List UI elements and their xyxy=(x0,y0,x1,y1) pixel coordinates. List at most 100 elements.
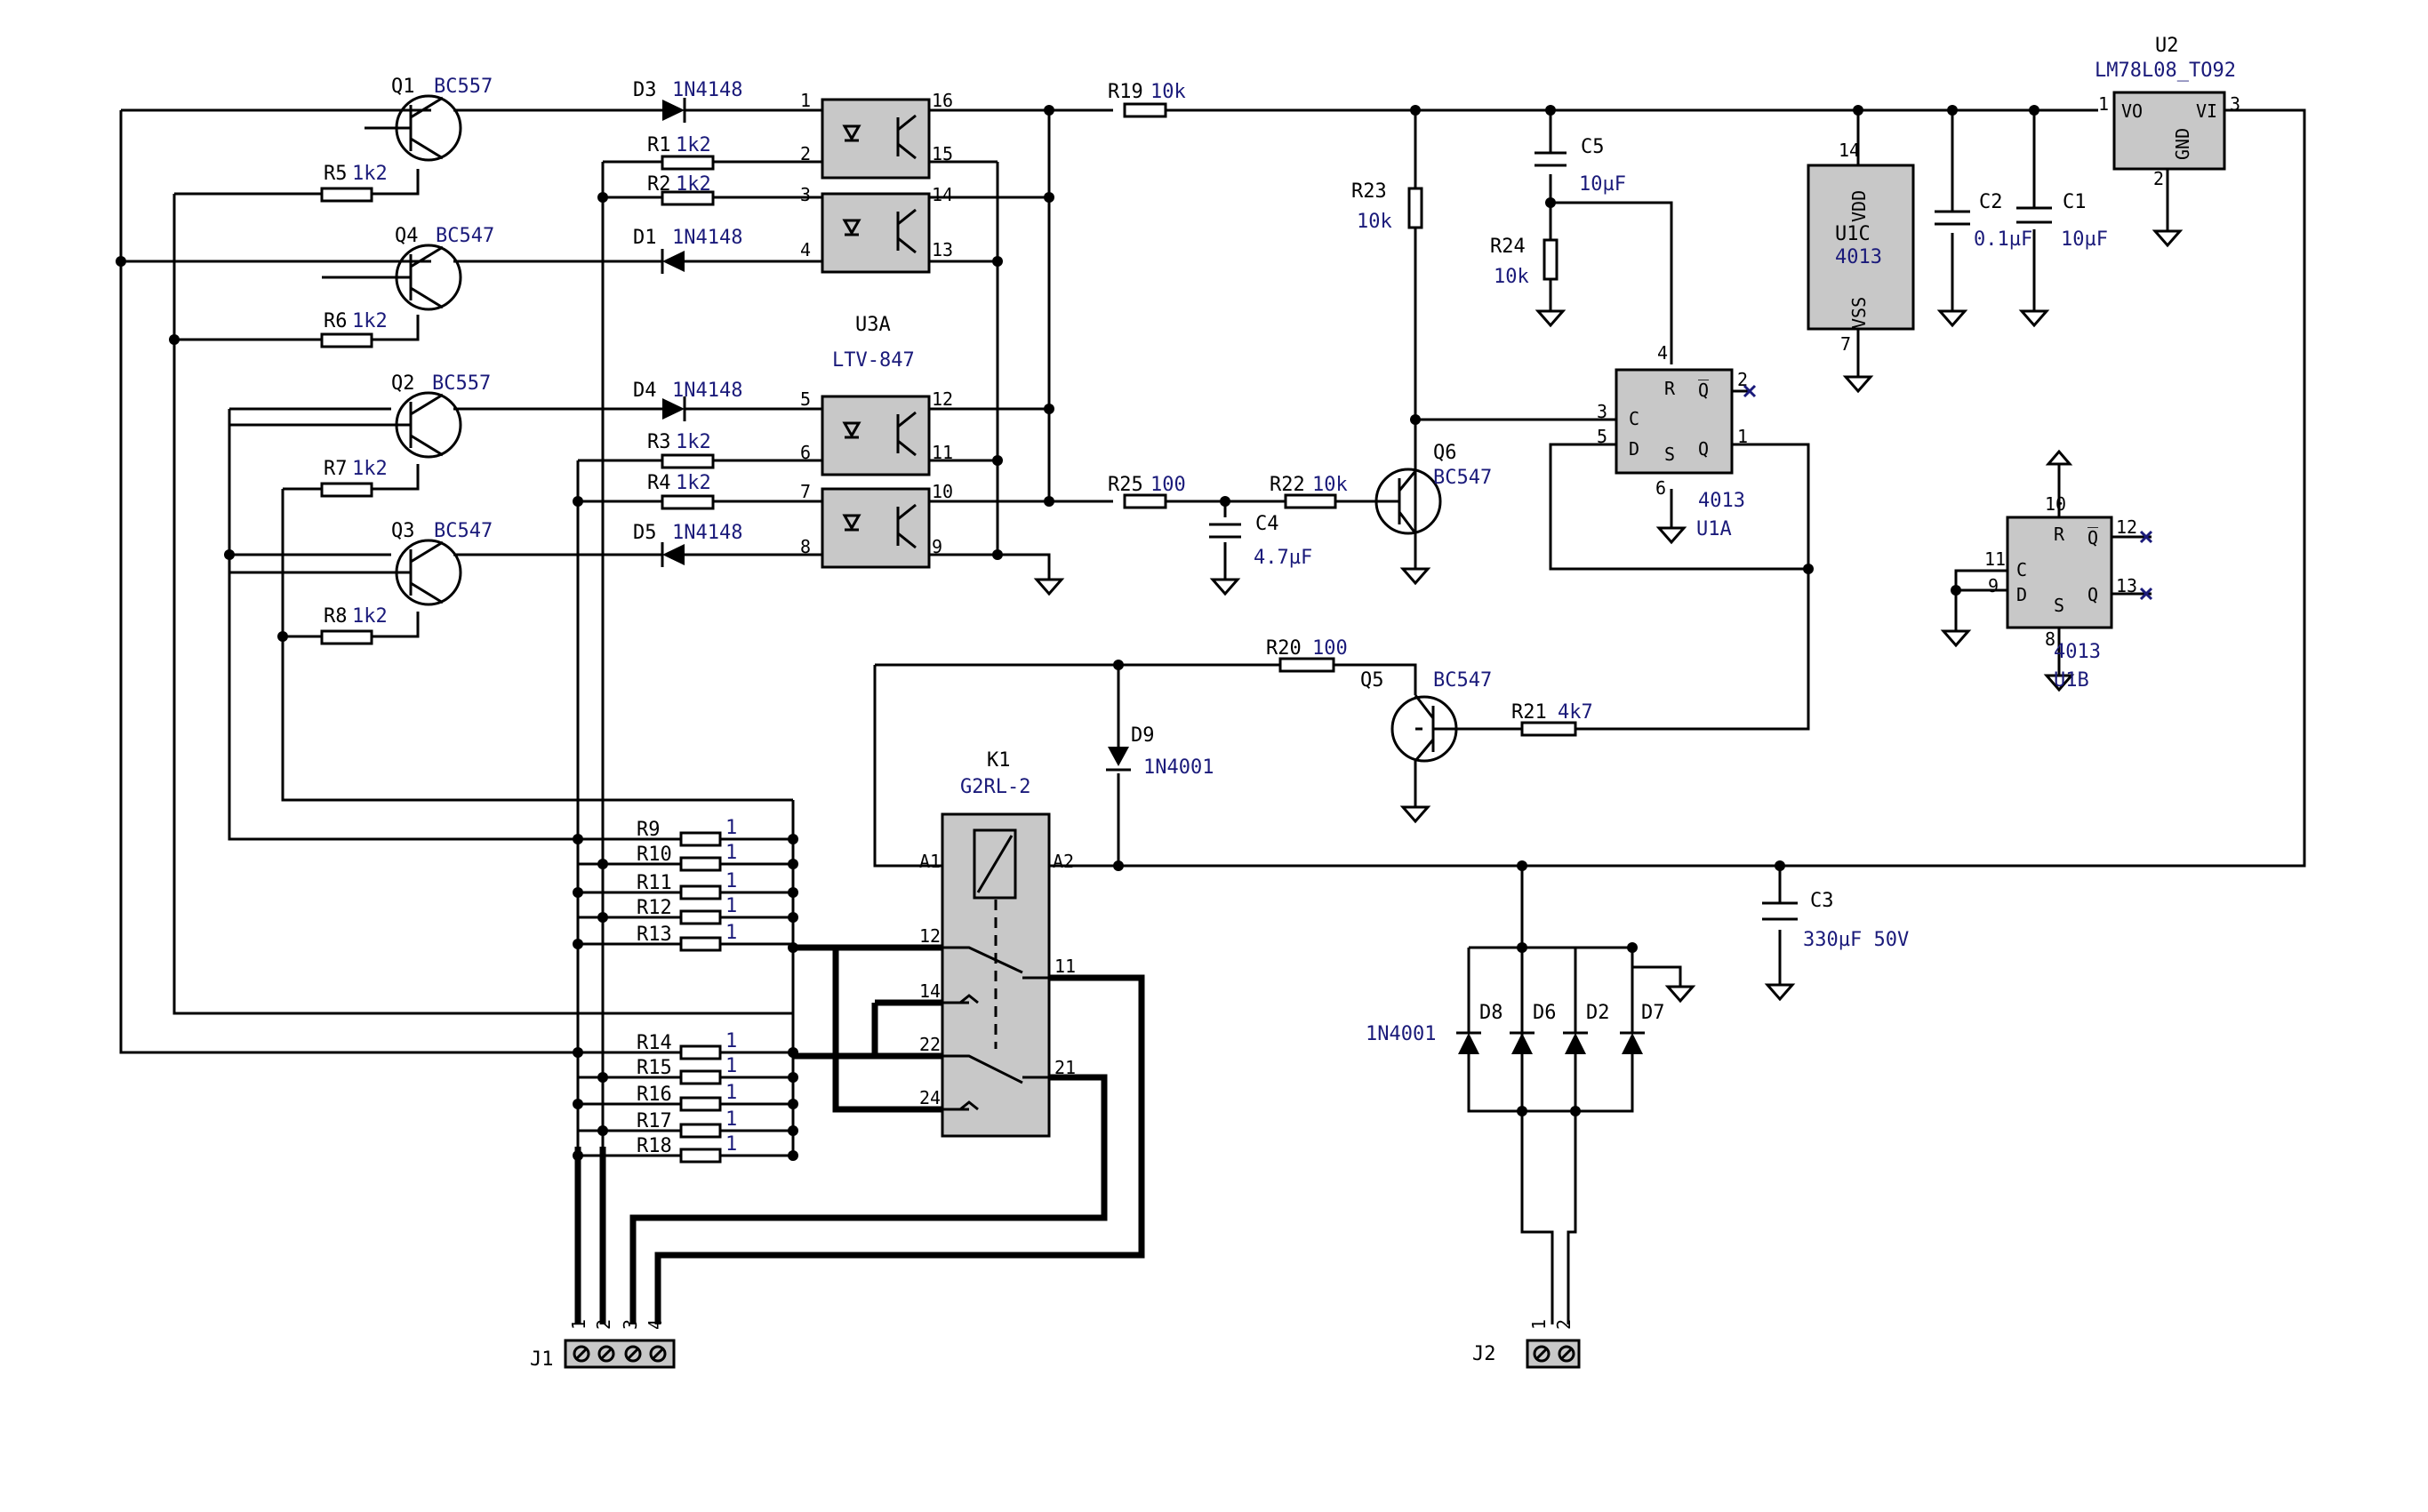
d7-ref: D7 xyxy=(1641,1002,1665,1024)
r12-ref: R12 xyxy=(637,897,672,919)
relay-pin: A1 xyxy=(919,851,941,872)
optocoupler-u3a: U3A LTV-847 1 2 3 4 5 6 7 8 16 15 14 13 … xyxy=(800,90,953,569)
r16-ref: R16 xyxy=(637,1084,672,1106)
transistor-q4: Q4 BC547 xyxy=(322,225,494,311)
r2-value: 1k2 xyxy=(676,173,711,196)
relay-pin: 12 xyxy=(919,925,941,947)
d1-ref: D1 xyxy=(633,227,657,249)
r13-ref: R13 xyxy=(637,924,672,946)
c2-value: 0.1µF xyxy=(1974,228,2032,251)
u2-pin: 1 xyxy=(2098,93,2109,115)
diode-d4: D4 1N4148 xyxy=(633,380,742,421)
diode-d9: D9 1N4001 xyxy=(1106,724,1214,779)
u1c-ref: U1C xyxy=(1835,223,1871,245)
r18-ref: R18 xyxy=(637,1135,672,1157)
r8-ref: R8 xyxy=(324,605,348,628)
u1b-q: Q xyxy=(2087,584,2098,605)
opto-pin: 9 xyxy=(932,536,942,557)
u2-vo: VO xyxy=(2121,100,2143,122)
j1-pin: 4 xyxy=(645,1319,666,1330)
r16-value: 1 xyxy=(725,1082,737,1104)
connector-j2: J2 1 2 xyxy=(1472,1319,1581,1369)
r19-ref: R19 xyxy=(1108,81,1143,103)
q2-value: BC557 xyxy=(432,372,491,395)
r6-value: 1k2 xyxy=(352,310,388,332)
q2-ref: Q2 xyxy=(391,372,415,395)
c1-value: 10µF xyxy=(2061,228,2108,251)
relay-pin: 24 xyxy=(919,1087,941,1108)
d8-ref: D8 xyxy=(1479,1002,1503,1024)
r25-value: 100 xyxy=(1150,474,1186,496)
diode-d1: D1 1N4148 xyxy=(633,227,742,274)
c4-value: 4.7µF xyxy=(1254,547,1312,569)
u1b-value: 4013 xyxy=(2054,641,2101,663)
opto-pin: 1 xyxy=(800,90,811,111)
u1b-ref: U1B xyxy=(2054,669,2089,692)
d4-ref: D4 xyxy=(633,380,657,402)
u1b-pin: 9 xyxy=(1988,575,1999,596)
u1c-value: 4013 xyxy=(1835,246,1882,268)
r5-ref: R5 xyxy=(324,163,348,185)
opto-pin: 4 xyxy=(800,239,811,260)
u1b-pin: 11 xyxy=(1984,548,2006,570)
r8-value: 1k2 xyxy=(352,605,388,628)
u1c-vdd: VDD xyxy=(1848,190,1870,222)
c3-value: 330µF 50V xyxy=(1803,929,1909,951)
u1b-pin: 13 xyxy=(2116,575,2137,596)
j2-ref: J2 xyxy=(1472,1343,1496,1365)
u1b-qbar: Q̅ xyxy=(2087,527,2099,548)
opto-pin: 12 xyxy=(932,388,953,410)
d5-ref: D5 xyxy=(633,522,657,544)
q4-ref: Q4 xyxy=(395,225,419,247)
u1a-pin: 1 xyxy=(1737,426,1748,447)
r25-ref: R25 xyxy=(1108,474,1143,496)
transistor-q6: Q6 BC547 xyxy=(1374,442,1492,535)
r20-ref: R20 xyxy=(1266,637,1302,660)
u1b-pin: 8 xyxy=(2045,628,2055,650)
r1-ref: R1 xyxy=(647,134,671,156)
capacitor-c2: C2 0.1µF xyxy=(1935,191,2032,251)
r9-ref: R9 xyxy=(637,819,661,841)
d6-ref: D6 xyxy=(1533,1002,1557,1024)
u3a-value: LTV-847 xyxy=(832,349,915,372)
capacitor-c5: C5 10µF xyxy=(1535,136,1626,196)
c5-value: 10µF xyxy=(1579,173,1626,196)
capacitor-c1: C1 10µF xyxy=(2016,191,2108,251)
opto-pin: 6 xyxy=(800,442,811,463)
u1b-pin: 10 xyxy=(2045,493,2066,515)
c4-ref: C4 xyxy=(1255,513,1279,535)
c3-ref: C3 xyxy=(1810,890,1834,912)
capacitors: C5 10µF C4 4.7µF C2 0.1µF C1 10µF C3 330… xyxy=(1209,136,2108,951)
opto-pin: 16 xyxy=(932,90,953,111)
q3-ref: Q3 xyxy=(391,520,415,542)
r2-ref: R2 xyxy=(647,173,671,196)
r24-ref: R24 xyxy=(1490,236,1526,258)
opto-pin: 11 xyxy=(932,442,953,463)
c5-ref: C5 xyxy=(1581,136,1605,158)
transistor-q3: Q3 BC547 xyxy=(229,520,493,606)
capacitor-c4: C4 4.7µF xyxy=(1209,513,1312,569)
c1-ref: C1 xyxy=(2063,191,2087,213)
u1a-qbar: Q̅ xyxy=(1698,380,1710,401)
q5-value: BC547 xyxy=(1433,669,1492,692)
u1a-s: S xyxy=(1664,444,1675,465)
r17-value: 1 xyxy=(725,1108,737,1131)
r10-value: 1 xyxy=(725,842,737,864)
capacitor-c3: C3 330µF 50V xyxy=(1762,890,1909,951)
c2-ref: C2 xyxy=(1979,191,2003,213)
r7-ref: R7 xyxy=(324,458,348,480)
u1b-c: C xyxy=(2016,559,2027,580)
q6-value: BC547 xyxy=(1433,467,1492,489)
r17-ref: R17 xyxy=(637,1110,672,1132)
ground-symbols xyxy=(1033,229,2184,1004)
transistor-q5: Q5 BC547 xyxy=(1360,669,1492,763)
d3-ref: D3 xyxy=(633,79,657,101)
relay-pin: 14 xyxy=(919,980,941,1002)
q4-value: BC547 xyxy=(436,225,494,247)
j1-pin: 1 xyxy=(568,1319,589,1330)
opto-pin: 2 xyxy=(800,143,811,164)
flip-flop-u1b: C D R S Q Q̅ 11 9 10 8 13 12 4013 U1B xyxy=(1984,493,2153,692)
u1a-pin: 5 xyxy=(1597,426,1607,447)
r23-ref: R23 xyxy=(1351,180,1387,203)
r10-ref: R10 xyxy=(637,844,672,866)
